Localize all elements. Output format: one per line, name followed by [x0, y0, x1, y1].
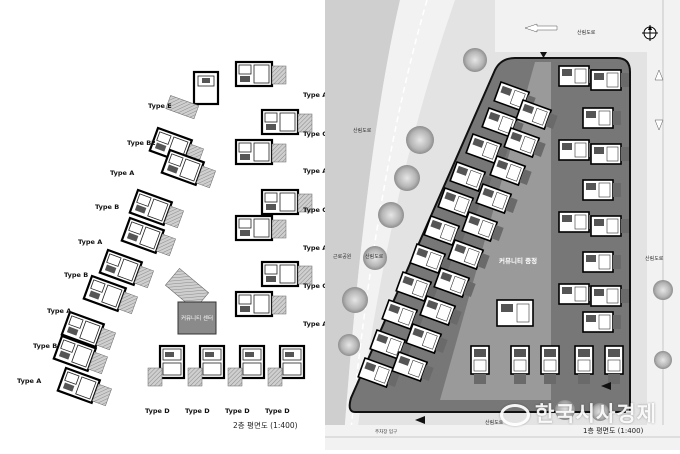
diagonal-unit-column	[52, 70, 220, 409]
plan-title: 2층 평면도 (1:400)	[233, 420, 298, 430]
road-mid-label: 근로공원	[333, 253, 352, 260]
second-floor-plan-drawing: 커뮤니티 센터 Type E Type B2 Type A Type B Typ…	[17, 60, 327, 430]
type-label: Type A	[303, 91, 325, 99]
type-label: Type E	[148, 102, 172, 110]
type-label: Type D	[265, 407, 290, 415]
courtyard-label: 커뮤니티 중정	[499, 256, 537, 265]
watermark: 한국시사경제	[500, 398, 657, 428]
type-label: Type B	[64, 271, 88, 279]
watermark-logo-icon	[500, 404, 530, 426]
type-d-row	[146, 344, 306, 388]
road-right-label: 산림도로	[645, 255, 664, 262]
community-center: 커뮤니티 센터	[164, 267, 217, 335]
type-label: Type B2	[127, 139, 156, 147]
parking-entry-label: 주차장 입구	[375, 428, 397, 435]
type-label: Type A	[47, 307, 71, 315]
road-bottom-label: 산림도로	[485, 419, 504, 426]
type-label: Type A	[303, 320, 325, 328]
road-markings	[415, 23, 664, 424]
north-arrow-icon	[642, 25, 658, 41]
community-center-label: 커뮤니티 센터	[181, 314, 213, 322]
type-label: Type A	[17, 377, 41, 385]
road-left-label-2: 산림도로	[365, 253, 384, 260]
type-label: Type D	[185, 407, 210, 415]
type-label: Type C	[303, 282, 325, 290]
type-label: Type A	[78, 238, 102, 246]
type-label: Type A	[303, 167, 325, 175]
site-plan: 산림도로 산림도로 산림도로 근로공원 산림도로 산림도로 주차장 입구 커뮤니…	[325, 0, 680, 451]
type-label: Type D	[225, 407, 250, 415]
watermark-text: 한국시사경제	[535, 402, 657, 426]
type-label: Type B	[95, 203, 119, 211]
type-label: Type C	[303, 130, 325, 138]
trees	[338, 48, 673, 421]
road-top-label: 산림도로	[577, 29, 596, 36]
right-unit-column	[234, 60, 314, 318]
type-label: Type B	[33, 342, 57, 350]
second-floor-plan: 커뮤니티 센터 Type E Type B2 Type A Type B Typ…	[0, 0, 327, 450]
site-plan-title: 1층 평면도 (1:400)	[583, 426, 644, 435]
type-label: Type A	[303, 244, 325, 252]
road-left-label: 산림도로	[353, 127, 372, 134]
type-label: Type C	[303, 206, 325, 214]
community-building	[496, 299, 534, 327]
type-label: Type A	[110, 169, 134, 177]
type-label: Type D	[145, 407, 170, 415]
site-plan-drawing: 산림도로 산림도로 산림도로 근로공원 산림도로 산림도로 주차장 입구 커뮤니…	[325, 0, 680, 451]
